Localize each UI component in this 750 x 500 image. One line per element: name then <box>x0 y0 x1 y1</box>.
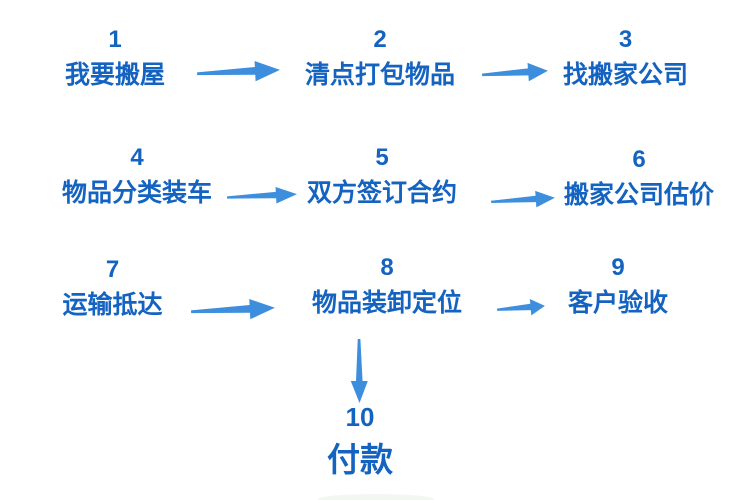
arrow-right-icon-8-9 <box>496 297 545 319</box>
step-2-number: 2 <box>373 26 387 53</box>
step-2-label: 清点打包物品 <box>304 60 455 89</box>
step-8-number: 8 <box>380 254 394 281</box>
step-3: 3 找搬家公司 <box>553 26 698 91</box>
step-9-label: 客户验收 <box>567 288 668 317</box>
step-10-label: 付款 <box>327 441 393 479</box>
step-3-number: 3 <box>618 26 633 53</box>
step-4: 4 物品分类装车 <box>52 144 222 209</box>
step-6: 6 搬家公司估价 <box>558 146 720 211</box>
arrow-right-icon-4-5 <box>226 185 298 207</box>
step-7-number: 7 <box>105 256 120 283</box>
arrow-right-icon-7-8 <box>190 297 275 323</box>
arrow-right-icon-2-3 <box>481 61 548 86</box>
step-1-number: 1 <box>108 26 122 53</box>
step-10: 10 付款 <box>298 402 422 480</box>
step-7: 7 运输抵达 <box>45 256 180 321</box>
step-9: 9 客户验收 <box>548 254 688 319</box>
step-1-label: 我要搬屋 <box>64 60 165 89</box>
step-5-number: 5 <box>375 144 389 171</box>
step-5: 5 双方签订合约 <box>303 144 461 209</box>
step-3-label: 找搬家公司 <box>562 60 688 89</box>
step-1: 1 我要搬屋 <box>40 26 190 91</box>
arrow-right-icon-1-2 <box>196 59 280 85</box>
step-6-number: 6 <box>632 146 646 173</box>
step-7-label: 运输抵达 <box>62 290 163 319</box>
arrow-right-icon-5-6 <box>490 189 555 211</box>
step-4-number: 4 <box>130 144 144 171</box>
arrow-down-icon-8-10 <box>349 339 370 403</box>
step-4-label: 物品分类装车 <box>61 178 212 207</box>
cropped-bottom-image-edge <box>318 494 434 500</box>
step-5-label: 双方签订合约 <box>306 178 457 207</box>
step-9-number: 9 <box>611 254 625 281</box>
step-6-label: 搬家公司估价 <box>563 180 714 209</box>
step-8-label: 物品装卸定位 <box>311 288 462 317</box>
step-2: 2 清点打包物品 <box>300 26 460 91</box>
step-8: 8 物品装卸定位 <box>308 254 466 319</box>
step-10-number: 10 <box>345 402 375 432</box>
